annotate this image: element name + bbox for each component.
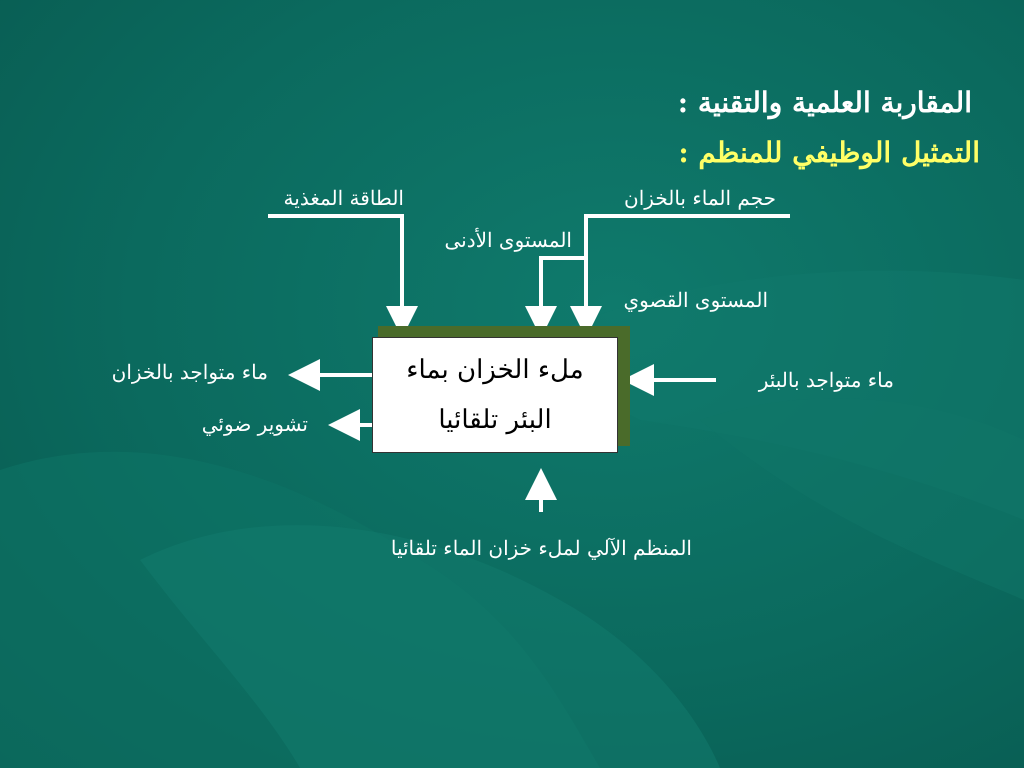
slide-subtitle: التمثيل الوظيفي للمنظم : bbox=[678, 136, 980, 169]
label-well-water: ماء متواجد بالبئر bbox=[758, 368, 894, 392]
min-level-input-arrow bbox=[525, 256, 586, 338]
label-energy: الطاقة المغذية bbox=[283, 186, 404, 210]
label-regulator: المنظم الآلي لملء خزان الماء تلقائيا bbox=[390, 536, 692, 560]
tank-volume-input-arrow bbox=[570, 214, 790, 338]
label-light-signal: تشوير ضوئي bbox=[201, 412, 308, 436]
label-min-level: المستوى الأدنى bbox=[444, 228, 572, 252]
label-tank-volume: حجم الماء بالخزان bbox=[624, 186, 776, 210]
system-function-box: ملء الخزان بماء البئر تلقائيا bbox=[372, 337, 618, 453]
system-function-line1: ملء الخزان بماء bbox=[406, 355, 584, 385]
energy-input-arrow bbox=[268, 214, 418, 338]
slide-title: المقاربة العلمية والتقنية : bbox=[677, 86, 972, 119]
system-function-line2: البئر تلقائيا bbox=[438, 405, 552, 435]
label-tank-water: ماء متواجد بالخزان bbox=[111, 360, 268, 384]
label-max-level: المستوى القصوي bbox=[623, 288, 768, 312]
